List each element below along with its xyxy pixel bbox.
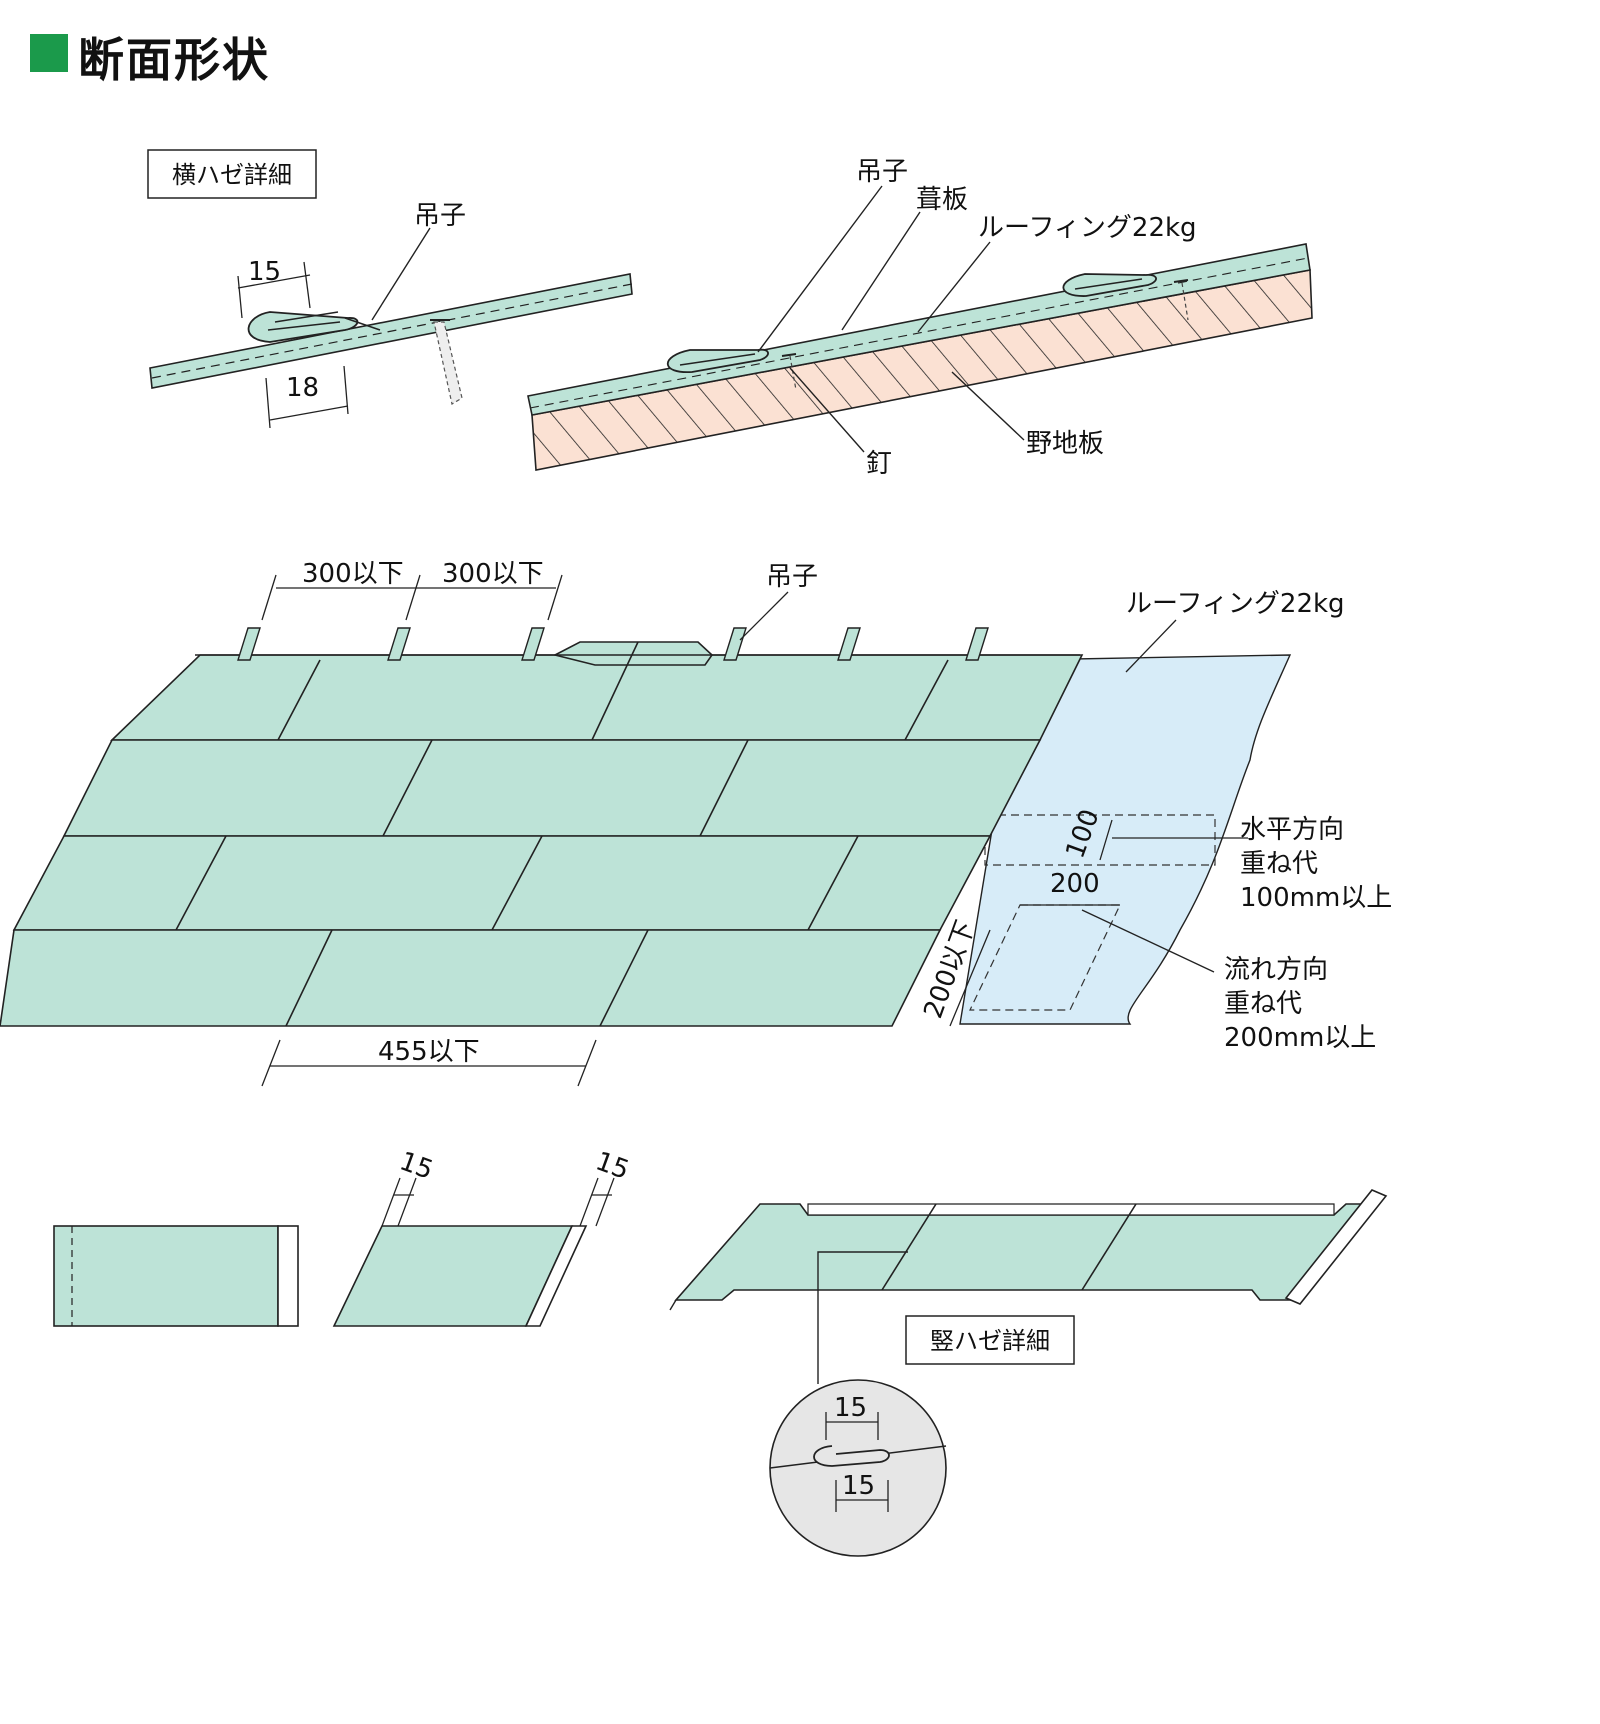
section-nail-label: 釘 xyxy=(866,449,892,479)
roofing-underlay xyxy=(959,654,1292,1025)
spacing-label-2: 300以下 xyxy=(442,559,544,589)
section-sheathing-label: 野地板 xyxy=(1026,429,1104,459)
sheathing-board xyxy=(531,269,1313,471)
seam-dashed-line xyxy=(151,283,633,379)
plan-view: 300以下 300以下 吊子 ルーフィング22kg 100 200 200以下 … xyxy=(0,559,1392,1087)
horizontal-note-3: 100mm以上 xyxy=(1240,883,1392,913)
section-roofing-label: ルーフィング22kg xyxy=(978,213,1197,243)
vertical-dim-lower: 15 xyxy=(842,1471,875,1501)
roofing-dashed-line xyxy=(529,257,1309,409)
flow-note-3: 200mm以上 xyxy=(1224,1023,1376,1053)
width-label: 455以下 xyxy=(378,1037,480,1067)
vertical-seam-label-box xyxy=(905,1315,1075,1365)
page-title: 断面形状 xyxy=(78,33,270,87)
shingle-row-4 xyxy=(0,929,942,1027)
horizontal-seam-label: 横ハゼ詳細 xyxy=(172,161,292,189)
plan-roofing-label: ルーフィング22kg xyxy=(1126,589,1345,619)
dim-upper-15: 15 xyxy=(248,257,281,287)
vertical-seam-label: 竪ハゼ詳細 xyxy=(930,1327,1050,1355)
horizontal-note-2: 重ね代 xyxy=(1240,849,1318,879)
piece-dim-1: 15 xyxy=(396,1146,437,1186)
dim-lower-18: 18 xyxy=(286,373,319,403)
section-seam-2 xyxy=(1062,273,1157,297)
title-square-icon xyxy=(30,34,68,72)
shingle-row-2 xyxy=(62,739,1042,837)
shingle-tab xyxy=(552,641,714,666)
nail-icon xyxy=(433,321,463,405)
plan-clip-label: 吊子 xyxy=(766,562,818,592)
spacing-label-1: 300以下 xyxy=(302,559,404,589)
horizontal-seam-detail: 横ハゼ詳細 吊子 15 18 xyxy=(147,149,633,429)
long-strip xyxy=(669,1189,1388,1311)
horizontal-note-1: 水平方向 xyxy=(1240,815,1344,845)
piece-flat xyxy=(53,1225,279,1327)
clip-marks xyxy=(237,627,989,661)
flow-note-1: 流れ方向 xyxy=(1224,955,1328,985)
clip-label: 吊子 xyxy=(414,201,466,231)
section-sheet-label: 葺板 xyxy=(916,185,968,215)
vertical-seam-detail: 竪ハゼ詳細 15 15 xyxy=(769,1251,1075,1557)
shingle-row-3 xyxy=(12,835,992,931)
vertical-dim-upper: 15 xyxy=(834,1393,867,1423)
horizontal-seam-label-box xyxy=(147,149,317,199)
section-clip-label: 吊子 xyxy=(856,157,908,187)
strip-body xyxy=(674,1203,1374,1301)
roof-section: 吊子 葺板 ルーフィング22kg 釘 野地板 xyxy=(527,157,1313,479)
overlap-v-value: 200 xyxy=(1050,869,1100,899)
seam-fold xyxy=(247,311,359,343)
clip-leader xyxy=(371,227,431,321)
shingle-pieces: 15 15 xyxy=(53,1146,633,1327)
shingle-row-1 xyxy=(110,654,1084,741)
flow-note-2: 重ね代 xyxy=(1224,989,1302,1019)
